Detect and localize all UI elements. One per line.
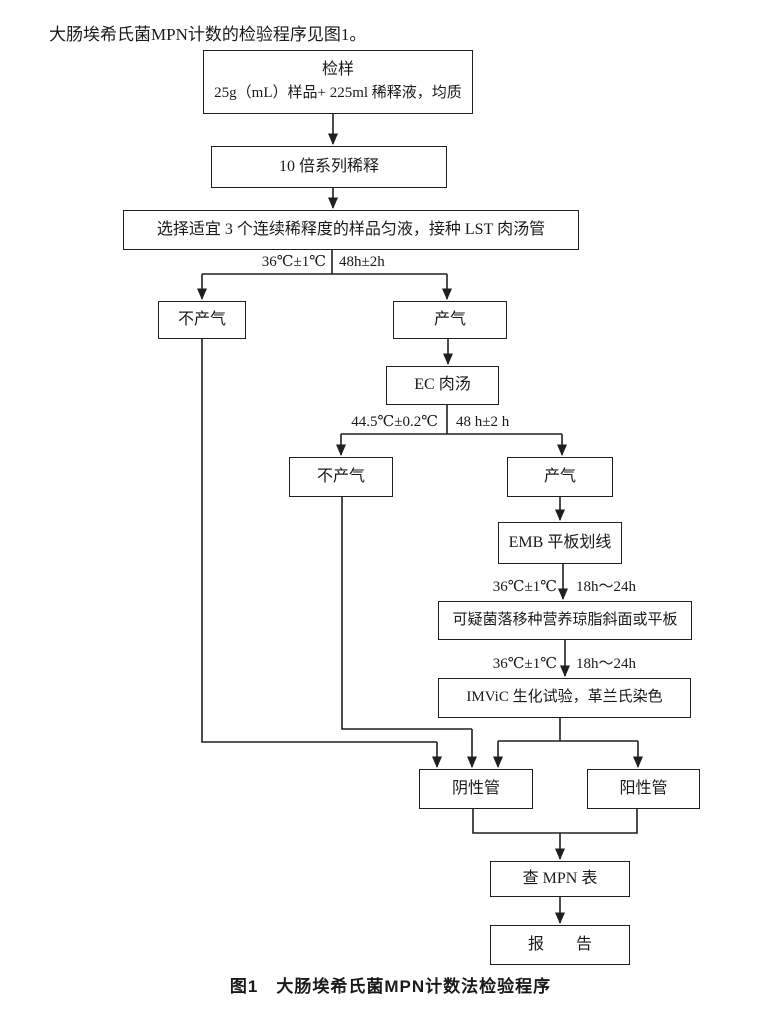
edge-label-ec-temperature: 44.5℃±0.2℃	[351, 414, 438, 430]
node-ec-broth: EC 肉汤	[386, 366, 499, 405]
node-serial-dilution: 10 倍系列稀释	[211, 146, 447, 188]
node-gas-2: 产气	[507, 457, 613, 497]
node-sample: 检样 25g（mL）样品+ 225ml 稀释液，均质	[203, 50, 473, 114]
node-sample-title: 检样	[321, 61, 354, 79]
node-mpn-table: 查 MPN 表	[490, 861, 630, 897]
node-no-gas-1: 不产气	[158, 301, 246, 339]
connector-lst-branch-bar	[202, 249, 447, 275]
node-positive-tubes: 阳性管	[587, 769, 700, 809]
connector-no-gas-2-route	[341, 497, 472, 730]
edge-label-ec-time: 48 h±2 h	[456, 414, 510, 430]
edge-label-imvic-time: 18h～24h	[576, 656, 637, 672]
edge-label-lst-temperature: 36℃±1℃	[261, 254, 326, 270]
node-report: 报 告	[490, 925, 630, 965]
connector-ec-branch-bar	[341, 405, 562, 435]
node-sample-detail: 25g（mL）样品+ 225ml 稀释液，均质	[214, 85, 462, 102]
intro-text: 大肠埃希氏菌MPN计数的检验程序见图1。	[49, 25, 367, 44]
edge-label-imvic-temperature: 36℃±1℃	[492, 656, 557, 672]
edge-label-lst-time: 48h±2h	[339, 254, 385, 270]
node-suspect-colonies: 可疑菌落移种营养琼脂斜面或平板	[438, 601, 692, 640]
connector-imvic-branch-bar	[498, 718, 638, 742]
figure-caption: 图1 大肠埃希氏菌MPN计数法检验程序	[229, 977, 552, 996]
node-gas-1: 产气	[393, 301, 507, 339]
edge-label-emb-temperature: 36℃±1℃	[492, 579, 557, 595]
connector-merge-bar	[472, 809, 638, 834]
edge-label-emb-time: 18h～24h	[576, 579, 637, 595]
node-negative-tubes: 阴性管	[419, 769, 533, 809]
node-emb-streak: EMB 平板划线	[498, 522, 622, 564]
node-imvic-test: IMViC 生化试验，革兰氏染色	[438, 678, 691, 718]
node-select-dilutions: 选择适宜 3 个连续稀释度的样品匀液，接种 LST 肉汤管	[123, 210, 579, 250]
node-no-gas-2: 不产气	[289, 457, 393, 497]
connector-no-gas-1-route	[201, 339, 437, 743]
